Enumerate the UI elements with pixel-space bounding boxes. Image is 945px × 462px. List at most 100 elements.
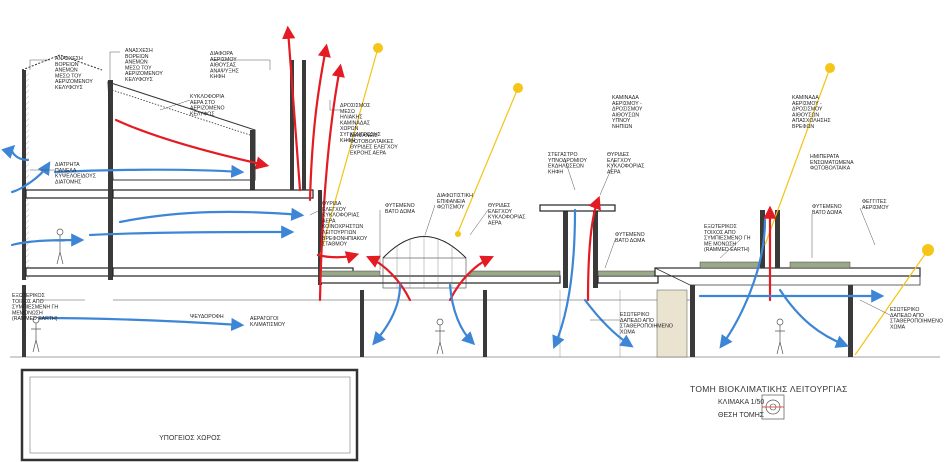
label-line: ΒΑΤΟ ΔΩΜΑ bbox=[615, 238, 645, 244]
warm-air-arrow bbox=[366, 255, 412, 302]
label-line: ΔΙΑΦΩΤΙΣΤΙΚΗ bbox=[437, 193, 473, 199]
label-line: ΔΡΟΣΙΣΜΟΥ bbox=[612, 107, 643, 113]
label-false-ceiling: ΨΕΥΔΟΡΟΦΗ bbox=[190, 314, 224, 320]
label-line: ΘΥΡΙΔΑ bbox=[322, 201, 342, 207]
label-line: ΧΩΡΩΝ bbox=[340, 126, 359, 132]
label-line: ΚΑΜΙΝΑΔΑ bbox=[612, 95, 639, 101]
label-line: ΦΩΤΟΒΟΛΤΑΙΚΑ bbox=[810, 166, 851, 172]
green-roof-right-a bbox=[597, 270, 659, 277]
label-line: ΚΥΚΛΟΦΟΡΙΑ bbox=[190, 94, 225, 100]
warm-air-arrow bbox=[282, 25, 302, 192]
label-line: ΚΥΚΛΟΦΟΡΙΑΣ bbox=[488, 215, 526, 221]
basement-box bbox=[20, 368, 359, 462]
label-line: ΨΕΥΔΟΡΟΦΗ bbox=[190, 314, 224, 320]
label-line: ΕΛΕΓΧΟΥ bbox=[607, 158, 632, 164]
sun-ray bbox=[457, 87, 519, 233]
left-ground-wall bbox=[22, 285, 26, 357]
label-line: ΧΩΜΑ bbox=[620, 329, 636, 335]
cool-air-arrow bbox=[53, 164, 245, 179]
label-line: ΚΕΛΥΦΟΣ bbox=[190, 111, 215, 117]
label-line: ΚΗΦΗ bbox=[548, 169, 563, 175]
sleep-chimney-left bbox=[563, 210, 568, 288]
label-line: ΘΥΡΙΔΕΣ bbox=[488, 203, 510, 209]
leader-line bbox=[599, 159, 616, 196]
dome-arc bbox=[382, 236, 467, 259]
cool-air-arrow bbox=[1, 144, 30, 162]
label-line: ΔΙΑΦΑΝΕΙΣ bbox=[350, 133, 378, 139]
label-line: ΑΝΕΜΩΝ bbox=[125, 60, 148, 66]
cool-air-arrow bbox=[448, 283, 476, 346]
label-line: ΣΥΓΚΕΝΤΡΩΣΗΣ bbox=[340, 132, 381, 138]
label-line: ΕΚΡΟΗΣ ΑΕΡΑ bbox=[350, 150, 387, 156]
label-line: ΒΑΤΟ ΔΩΜΑ bbox=[385, 209, 415, 215]
gable-low-slab bbox=[112, 267, 354, 277]
infant-chimney-left bbox=[760, 210, 765, 268]
label-line: ΣΤΕΓΑΣΤΡΟ bbox=[548, 152, 578, 158]
label-line: ΚΥΨΕΛΟΕΙΔΟΥΣ bbox=[55, 174, 96, 180]
person-figure bbox=[435, 318, 445, 355]
gable-left-wall bbox=[108, 80, 113, 280]
cool-air-arrow bbox=[778, 288, 850, 348]
right-roof-slab-a bbox=[597, 275, 659, 284]
label-line: ΕΠΙΦΑΝΕΙΑ bbox=[437, 199, 466, 205]
cool-air-arrow bbox=[10, 233, 85, 247]
label-line: ΚΑΜΙΝΑΔΑ bbox=[792, 95, 819, 101]
label-line: ΚΕΛΥΦΟΥΣ bbox=[125, 77, 153, 83]
drawing-title: ΤΟΜΗ ΒΙΟΚΛΙΜΑΤΙΚΗΣ ΛΕΙΤΟΥΡΓΙΑΣ bbox=[690, 384, 848, 394]
label-line: ΑΝΕΜΩΝ bbox=[55, 68, 78, 74]
label-line: ΚΛΙΜΑΤΙΣΜΟΥ bbox=[250, 322, 286, 328]
label-line: ΥΠΝΟΥ bbox=[612, 118, 631, 124]
label-line: ΣΥΜΠΙΕΣΜΕΝΗ ΓΗ bbox=[12, 305, 58, 311]
label-line: (RAMMED EARTH) bbox=[704, 247, 750, 253]
gable-mid-slab bbox=[112, 189, 314, 199]
cool-air-arrow bbox=[38, 316, 245, 332]
person-figure bbox=[775, 318, 785, 355]
label-line: ΘΥΡΙΔΕΣ bbox=[607, 152, 629, 158]
label-line: ΑΕΡΑ bbox=[322, 218, 336, 224]
label-line: ΕΣΩΤΕΡΙΚΟ bbox=[620, 312, 649, 318]
leader-line bbox=[424, 204, 436, 236]
label-line: ΝΗΠΙΩΝ bbox=[612, 124, 633, 130]
cool-air-arrow bbox=[88, 225, 295, 239]
drawing-scale: ΚΛΙΜΑΚΑ 1/50 bbox=[718, 399, 764, 406]
warm-air-arrow bbox=[114, 118, 270, 170]
section-location-label: ΘΕΣΗ ΤΟΜΗΣ bbox=[718, 412, 765, 419]
label-line: ΗΛΙΑΚΗΣ bbox=[340, 115, 363, 121]
right-roof-slab bbox=[654, 267, 921, 277]
solar-chimney-lower bbox=[318, 190, 322, 285]
label-line: ΑΕΡΑ bbox=[607, 169, 621, 175]
label-line: ΣΥΜΠΙΕΣΜΕΝΟ ΓΗ bbox=[704, 236, 751, 242]
label-line: ΒΟΡΕΙΩΝ bbox=[125, 54, 149, 60]
label-line: ΕΞΩΤΕΡΙΚΟΣ bbox=[12, 293, 45, 299]
key-plan-icon bbox=[761, 394, 785, 420]
label-line: ΕΛΕΓΧΟΥ bbox=[488, 209, 513, 215]
green-roof-mid bbox=[469, 270, 561, 277]
cool-air-arrow bbox=[583, 298, 634, 348]
label-line: ΔΙΑΦΟΡΑ bbox=[210, 51, 233, 57]
label-line: ΕΞΩΤΕΡΙΚΟΣ bbox=[704, 224, 737, 230]
label-line: ΑΙΘΟΥΣΩΝ bbox=[612, 112, 639, 118]
solar-chimney-wall-2 bbox=[302, 60, 306, 190]
person-figure bbox=[55, 228, 65, 265]
label-line: ΑΝΑΣΧΕΣΗ bbox=[125, 48, 153, 54]
sun-rays bbox=[319, 43, 934, 356]
label-line: ΤΟΙΧΟΣ ΑΠΟ bbox=[12, 299, 44, 305]
label-line: ΜΕΣΩ ΤΟΥ bbox=[55, 73, 82, 79]
gable-roof bbox=[107, 81, 256, 181]
warm-air-arrow bbox=[318, 63, 345, 302]
warm-air-arrow bbox=[448, 255, 494, 302]
